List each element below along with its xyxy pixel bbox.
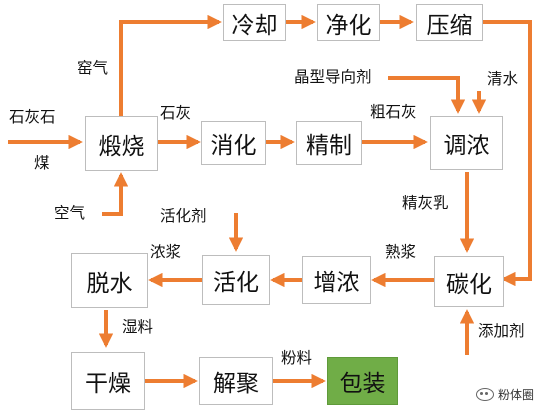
watermark-text: 粉体圈 <box>498 388 535 402</box>
label-activator: 活化剂 <box>160 207 207 225</box>
node-activation: 活化 <box>202 255 270 305</box>
watermark: 粉体圈 <box>476 386 534 403</box>
label-additive: 添加剂 <box>478 322 525 340</box>
arrow-kiln-gas-to-cooling <box>119 14 222 116</box>
label-air: 空气 <box>54 204 86 222</box>
label-coal: 煤 <box>34 154 50 172</box>
node-purification: 净化 <box>317 4 380 41</box>
label-lime-milk: 精灰乳 <box>402 194 449 212</box>
node-carbonation: 碳化 <box>434 256 504 307</box>
label-kiln-gas: 窑气 <box>77 59 109 77</box>
node-compression: 压缩 <box>416 4 483 41</box>
label-thick-slurry: 浓浆 <box>150 243 182 261</box>
label-quicklime: 石灰 <box>160 104 192 122</box>
node-calcination: 煅烧 <box>85 116 158 171</box>
label-crude-lime: 粗石灰 <box>370 103 417 121</box>
arrow-compression-to-carbonation <box>483 20 532 287</box>
node-refining: 精制 <box>296 121 362 165</box>
wechat-icon <box>476 388 494 401</box>
node-mixing: 调浓 <box>430 116 503 170</box>
label-powder: 粉料 <box>281 349 313 367</box>
node-deagglomeration: 解聚 <box>199 357 273 405</box>
node-thickening: 增浓 <box>302 256 371 304</box>
node-slaking: 消化 <box>201 121 266 165</box>
node-cooling: 冷却 <box>223 4 286 41</box>
arrow-crystal-director-to-mixing <box>388 76 466 114</box>
node-dewatering: 脱水 <box>71 253 148 308</box>
label-limestone: 石灰石 <box>9 108 56 126</box>
node-drying: 干燥 <box>71 352 145 410</box>
label-clear-water: 清水 <box>487 70 519 88</box>
label-crystal-director: 晶型导向剂 <box>294 68 372 86</box>
label-wet-material: 湿料 <box>122 318 154 336</box>
arrow-air-to-calcination <box>102 172 129 216</box>
label-cooked-slurry: 熟浆 <box>385 243 417 261</box>
node-packaging: 包装 <box>327 357 398 405</box>
